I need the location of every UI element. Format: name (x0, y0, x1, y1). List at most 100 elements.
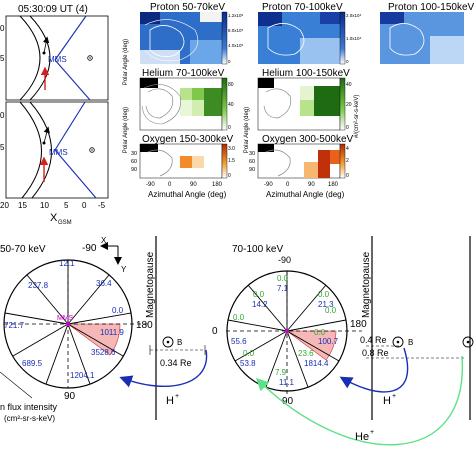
orbit-mms-label-top: MMS (48, 55, 67, 64)
colorbar-tick: 40 (346, 82, 352, 88)
orbit-xtick-m5: -5 (98, 201, 106, 210)
spectrogram-oxygen-150-300: Oxygen 150-300keV 3.0 1.5 0 (139, 134, 235, 179)
right-wheel-value-green: 23.6 (298, 349, 314, 358)
orbit-ytick-bottom-0: 0 (0, 111, 5, 120)
orbit-xaxis: 20 15 10 5 0 -5 X GSM (0, 201, 106, 226)
spectrogram-helium-70-100: Helium 70-100keV 80 40 0 (139, 68, 234, 131)
orbit-xaxis-subscript: GSM (58, 220, 72, 226)
right-wheel: 70-100 keV -90 0.0 0.0 0.0 0.0 23.6 7.9 … (212, 244, 367, 407)
colorbar-label: #/(cm²-sr-s-keV) (354, 95, 360, 138)
spectrogram-yticks: 30 60 90 30 60 90 (131, 151, 255, 173)
left-wheel-energy: 50-70 keV (0, 244, 46, 255)
colorbar-tick: 1.5 (228, 158, 235, 164)
right-wheel-value-blue: 53.8 (240, 359, 256, 368)
right-particle-1-label: H (383, 395, 391, 407)
colorbar-tick: 0 (228, 173, 231, 179)
orbit-panel-top: MMS 0 5 (0, 15, 109, 101)
colorbar-tick: 4 (346, 146, 349, 152)
colorbar-tick: 20 (346, 102, 352, 108)
colorbar-tick: 2 (346, 158, 349, 164)
left-wheel-angle-right: 180 (136, 320, 153, 331)
spectrogram-title: Proton 50-70keV (150, 2, 225, 13)
left-wheel-value: 721.7 (4, 321, 25, 330)
orbit-xtick-15: 15 (18, 201, 27, 210)
ytick: 90 (249, 167, 255, 173)
left-wheel-footer-1: n flux intensity (0, 402, 58, 412)
xtick: 90 (190, 182, 197, 188)
right-wheel-angle-right: 180 (350, 319, 367, 330)
orbit-xtick-20: 20 (0, 201, 9, 210)
colorbar-tick: 40 (228, 102, 234, 108)
left-field-label: B (177, 338, 182, 347)
ytick: 30 (249, 151, 255, 157)
right-wheel-value-green: 0.0 (233, 313, 245, 322)
right-wheel-value-blue: 1814.4 (304, 359, 329, 368)
spectrogram-title: Helium 100-150keV (262, 68, 350, 79)
orbit-xtick-10: 10 (40, 201, 49, 210)
left-wheel-axis-y: Y (121, 265, 127, 274)
left-wheel-angle-top: -90 (82, 243, 97, 254)
left-magnetopause: Magnetopause 0.34 Re B (145, 236, 206, 420)
right-wheel-value-blue: 7.1 (277, 284, 289, 293)
right-distance-2: 0.8 Re (362, 348, 389, 358)
left-wheel-value: 12.1 (59, 259, 75, 268)
right-wheel-value-green: 0.0 (314, 328, 326, 337)
orbit-time-label: 05:30:09 UT (4) (18, 4, 88, 15)
spectrogram-proton-70-100: Proton 70-100keV 2.0x10⁴ 1.0x10⁴ 0 (258, 2, 362, 65)
field-out-of-page-icon (392, 336, 404, 348)
right-wheel-angle-bottom: 90 (282, 396, 294, 407)
right-wheel-value-green: 0.0 (325, 306, 337, 315)
left-wheel-value: 689.5 (22, 359, 43, 368)
right-particle-1-charge: + (392, 393, 396, 400)
spectrogram-ylabel: Polar Angle (deg) (244, 107, 250, 153)
right-wheel-value-blue: 100.7 (318, 337, 339, 346)
left-wheel-value: 1204.1 (70, 371, 95, 380)
orbit-xtick-5: 5 (64, 201, 69, 210)
left-wheel-footer-2: (cm²-sr-s-keV) (4, 414, 55, 423)
left-wheel-value: 1011.9 (100, 328, 124, 337)
spectrogram-title: Proton 100-150keV (388, 2, 474, 13)
right-particle-2-charge: + (370, 429, 374, 436)
colorbar-tick: 2.0x10⁴ (346, 13, 362, 18)
orbit-mms-label-bottom: MMS (49, 148, 68, 157)
spectrogram-proton-100-150: Proton 100-150keV (380, 2, 474, 64)
right-wheel-value-green: 0.0 (253, 290, 265, 299)
right-wheel-value-green: 0.0 (243, 349, 255, 358)
field-out-of-page-icon (462, 336, 474, 348)
left-wheel-value: 36.4 (96, 279, 112, 288)
xtick: 0 (286, 182, 290, 188)
spectrogram-title: Proton 70-100keV (262, 2, 343, 13)
left-particle-charge: + (175, 393, 179, 400)
colorbar-tick: 8.0x10⁵ (228, 28, 244, 33)
spectrogram-title: Oxygen 150-300keV (142, 134, 234, 145)
xtick: 90 (308, 182, 315, 188)
right-wheel-energy: 70-100 keV (232, 244, 283, 255)
orbit-ytick-top-0: 0 (0, 24, 5, 33)
colorbar-tick: 0 (228, 59, 231, 64)
spectrogram-helium-100-150: Helium 100-150keV 40 20 0 #/(cm²-sr-s-ke… (257, 68, 360, 138)
xtick: 180 (328, 182, 339, 188)
right-proton-trajectory (339, 347, 409, 393)
spectrogram-proton-50-70: Proton 50-70keV 1.2x10⁶ 8.0x10⁵ 4.0x10⁵ … (140, 2, 244, 65)
xtick: -90 (264, 182, 273, 188)
magnetopause-label: Magnetopause (361, 251, 372, 318)
right-wheel-angle-top: -90 (278, 255, 291, 265)
ytick: 90 (131, 167, 137, 173)
magnetopause-label: Magnetopause (145, 251, 156, 318)
left-wheel-angle-bottom: 90 (64, 391, 76, 402)
xtick: -90 (146, 182, 155, 188)
left-wheel-mms: MMS (57, 315, 74, 322)
colorbar-tick: 0 (346, 125, 349, 131)
spectrogram-oxygen-300-500: Oxygen 300-500keV 4 2 0 (257, 134, 354, 179)
right-wheel-angle-left: 0 (212, 326, 218, 337)
right-helium-trajectory (255, 355, 463, 446)
right-wheel-value-green: 0.0 (318, 290, 330, 299)
right-field-label: B (408, 338, 413, 347)
spectrogram-xticks: -90 0 90 180 -90 0 90 180 (146, 182, 339, 188)
orbit-xtick-0: 0 (82, 201, 87, 210)
right-wheel-value-blue: 11.1 (279, 378, 295, 387)
colorbar-tick: 1.2x10⁶ (228, 13, 244, 18)
right-wheel-value-blue: 14.2 (252, 300, 268, 309)
right-magnetopause: Magnetopause 0.4 Re 0.8 Re B (360, 236, 474, 420)
